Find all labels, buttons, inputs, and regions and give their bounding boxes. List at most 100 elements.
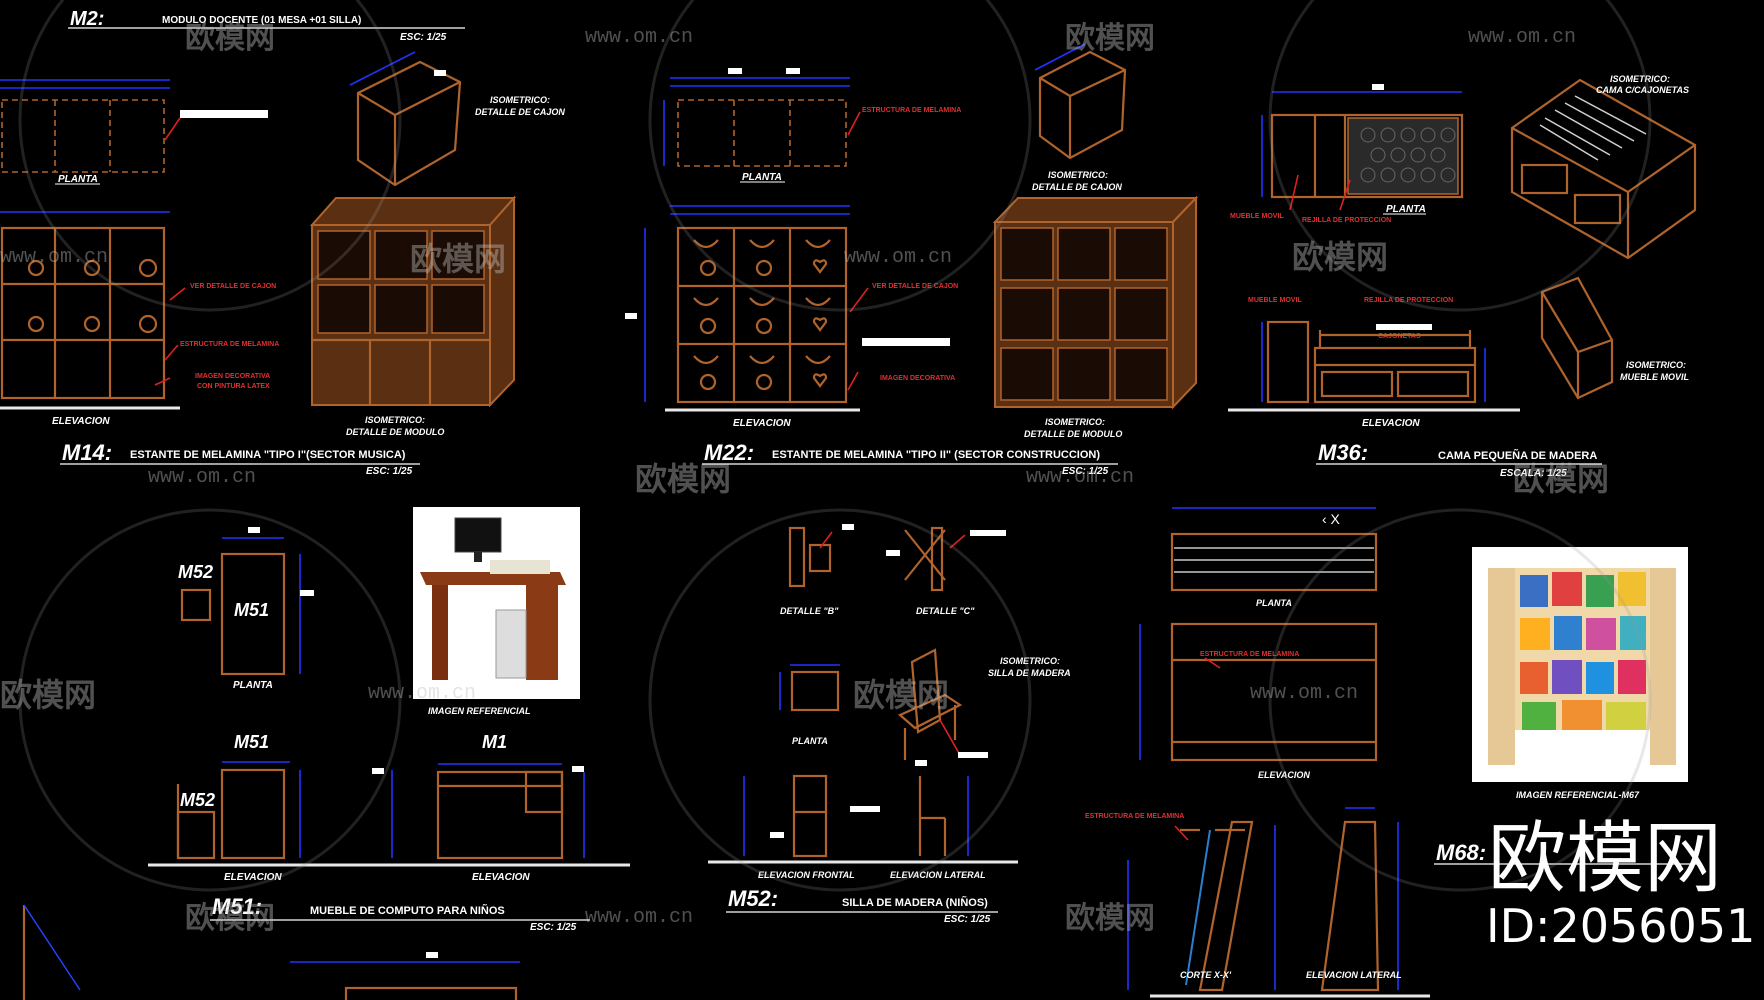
m22-scale: ESC: 1/25 bbox=[1062, 466, 1109, 477]
m36-code: M36: bbox=[1318, 440, 1368, 465]
m36-note-rejilla-2: REJILLA DE PROTECCION bbox=[1364, 297, 1453, 304]
m51-elevacion-2: ELEVACION bbox=[472, 872, 530, 883]
m14-code: M14: bbox=[62, 440, 112, 465]
m52-title: SILLA DE MADERA (NIÑOS) bbox=[842, 896, 988, 909]
watermark-brand-3: 欧模网 bbox=[410, 240, 506, 278]
m68-code: M68: bbox=[1436, 840, 1486, 865]
m51-code: M51: bbox=[212, 894, 262, 919]
m14-iso-modulo-1: ISOMETRICO: bbox=[365, 415, 425, 425]
watermark-url-6: www.om.cn bbox=[1026, 466, 1134, 489]
m68-imagen-ref: IMAGEN REFERENCIAL-M67 bbox=[1516, 790, 1640, 800]
watermark-brand-6: 欧模网 bbox=[1513, 460, 1609, 498]
watermark-url-8: www.om.cn bbox=[1250, 682, 1358, 705]
m68-corte: CORTE X-X' bbox=[1180, 970, 1232, 980]
m14-iso-modulo-2: DETALLE DE MODULO bbox=[346, 427, 444, 437]
m36-note-mueble-2: MUEBLE MOVIL bbox=[1248, 297, 1302, 304]
watermark-id: ID:2056051 bbox=[1486, 899, 1755, 953]
m36-note-cajonetas: CAJONETAS bbox=[1378, 333, 1421, 340]
watermark-url-3: www.om.cn bbox=[0, 246, 108, 269]
m22-iso-cajon-2: DETALLE DE CAJON bbox=[1032, 182, 1122, 192]
m14-planta-label: PLANTA bbox=[58, 174, 98, 185]
m68-note-estructura-2: ESTRUCTURA DE MELAMINA bbox=[1085, 813, 1184, 820]
m22-iso-modulo-1: ISOMETRICO: bbox=[1045, 417, 1105, 427]
m22-planta-label: PLANTA bbox=[742, 172, 782, 183]
m51-elev-m1: M1 bbox=[482, 732, 507, 752]
watermark-brand-1: 欧模网 bbox=[185, 21, 275, 56]
m51-imagen-ref: IMAGEN REFERENCIAL bbox=[428, 706, 531, 716]
m68-elev-lateral: ELEVACION LATERAL bbox=[1306, 970, 1402, 980]
m68-planta-label: PLANTA bbox=[1256, 598, 1292, 608]
m14-note-cajon: VER DETALLE DE CAJON bbox=[190, 283, 276, 290]
m51-block: M52 M51 PLANTA IMAGEN REFERENCIAL M51 M5… bbox=[22, 507, 630, 1000]
watermark-url-4: www.om.cn bbox=[844, 246, 952, 269]
m68-chevron-icon: ‹ X bbox=[1322, 511, 1341, 527]
m22-code: M22: bbox=[704, 440, 754, 465]
m36-iso-mueble-2: MUEBLE MOVIL bbox=[1620, 372, 1689, 382]
m36-iso-mueble-1: ISOMETRICO: bbox=[1626, 360, 1686, 370]
m52-elev-frontal: ELEVACION FRONTAL bbox=[758, 870, 855, 880]
m14-note-estructura: ESTRUCTURA DE MELAMINA bbox=[180, 341, 279, 348]
watermark-brand-2: 欧模网 bbox=[1065, 21, 1155, 56]
m52-iso-silla-1: ISOMETRICO: bbox=[1000, 656, 1060, 666]
m22-title: ESTANTE DE MELAMINA "TIPO II" (SECTOR CO… bbox=[772, 449, 1100, 461]
m2-scale: ESC: 1/25 bbox=[400, 32, 447, 43]
watermark-brand-4: 欧模网 bbox=[1292, 238, 1388, 276]
m68-block: ‹ X PLANTA ESTRUCTURA DE MELAMINA ELEVAC… bbox=[1085, 507, 1700, 998]
m68-elevacion-label: ELEVACION bbox=[1258, 770, 1310, 780]
m51-elev-m52: M52 bbox=[180, 790, 215, 810]
m22-block: ESTRUCTURA DE MELAMINA PLANTA V bbox=[625, 43, 1199, 477]
m52-elev-lateral: ELEVACION LATERAL bbox=[890, 870, 986, 880]
m22-iso-cajon-1: ISOMETRICO: bbox=[1048, 170, 1108, 180]
m51-planta-label: PLANTA bbox=[233, 680, 273, 691]
m22-note-estructura: ESTRUCTURA DE MELAMINA bbox=[862, 107, 961, 114]
m14-note-pintura: CON PINTURA LATEX bbox=[197, 383, 270, 390]
m36-title: CAMA PEQUEÑA DE MADERA bbox=[1438, 449, 1597, 462]
watermark-url-7: www.om.cn bbox=[368, 682, 476, 705]
watermark-layer: 欧模网 欧模网 欧模网 欧模网 欧模网 欧模网 欧模网 欧模网 欧模网 欧模网 … bbox=[0, 0, 1755, 953]
m2-block: M2: MODULO DOCENTE (01 MESA +01 SILLA) E… bbox=[68, 8, 465, 43]
watermark-brand-10: 欧模网 bbox=[1065, 901, 1155, 936]
watermark-brand-7: 欧模网 bbox=[0, 676, 96, 714]
m36-note-rejilla: REJILLA DE PROTECCION bbox=[1302, 217, 1391, 224]
m36-elevacion-label: ELEVACION bbox=[1362, 418, 1420, 429]
m14-block: PLANTA VER DETALLE DE CAJON ESTRUCTURA D… bbox=[0, 51, 565, 477]
m52-code: M52: bbox=[728, 886, 778, 911]
m68-note-estructura: ESTRUCTURA DE MELAMINA bbox=[1200, 651, 1299, 658]
m51-title: MUEBLE DE COMPUTO PARA NIÑOS bbox=[310, 904, 505, 917]
m51-plan-m51: M51 bbox=[234, 600, 269, 620]
m14-scale: ESC: 1/25 bbox=[366, 466, 413, 477]
m52-planta-label: PLANTA bbox=[792, 736, 828, 746]
m22-iso-modulo-2: DETALLE DE MODULO bbox=[1024, 429, 1122, 439]
m22-elevacion-label: ELEVACION bbox=[733, 418, 791, 429]
m51-plan-m52: M52 bbox=[178, 562, 213, 582]
m2-code: M2: bbox=[70, 8, 104, 30]
m36-scale: ESCALA: 1/25 bbox=[1500, 468, 1567, 479]
m52-detalle-b: DETALLE "B" bbox=[780, 606, 839, 616]
m51-elevacion-1: ELEVACION bbox=[224, 872, 282, 883]
m52-detalle-c: DETALLE "C" bbox=[916, 606, 975, 616]
m22-note-cajon: VER DETALLE DE CAJON bbox=[872, 283, 958, 290]
m36-iso-cama-1: ISOMETRICO: bbox=[1610, 74, 1670, 84]
m14-note-imagen: IMAGEN DECORATIVA bbox=[195, 373, 270, 380]
m14-iso-cajon-1: ISOMETRICO: bbox=[490, 95, 550, 105]
m52-scale: ESC: 1/25 bbox=[944, 914, 991, 925]
watermark-url-9: www.om.cn bbox=[585, 906, 693, 929]
m52-iso-silla-2: SILLA DE MADERA bbox=[988, 668, 1071, 678]
watermark-brand-9: 欧模网 bbox=[185, 901, 275, 936]
m36-planta-label: PLANTA bbox=[1386, 204, 1426, 215]
m36-block: MUEBLE MOVIL REJILLA DE PROTECCION PLANT… bbox=[1228, 74, 1697, 479]
watermark-brand-5: 欧模网 bbox=[635, 460, 731, 498]
m2-title: MODULO DOCENTE (01 MESA +01 SILLA) bbox=[162, 15, 361, 26]
m51-elev-m51: M51 bbox=[234, 732, 269, 752]
m14-iso-cajon-2: DETALLE DE CAJON bbox=[475, 107, 565, 117]
m36-note-mueble: MUEBLE MOVIL bbox=[1230, 213, 1284, 220]
m14-title: ESTANTE DE MELAMINA "TIPO I"(SECTOR MUSI… bbox=[130, 449, 406, 461]
watermark-big-brand: 欧模网 bbox=[1488, 814, 1722, 904]
watermark-brand-8: 欧模网 bbox=[853, 676, 949, 714]
m14-elevacion-label: ELEVACION bbox=[52, 416, 110, 427]
m51-scale: ESC: 1/25 bbox=[530, 922, 577, 933]
watermark-url-5: www.om.cn bbox=[148, 466, 256, 489]
watermark-url-2: www.om.cn bbox=[1468, 26, 1576, 49]
m52-block: DETALLE "B" DETALLE "C" PLANTA ISOMETRIC… bbox=[708, 524, 1071, 925]
